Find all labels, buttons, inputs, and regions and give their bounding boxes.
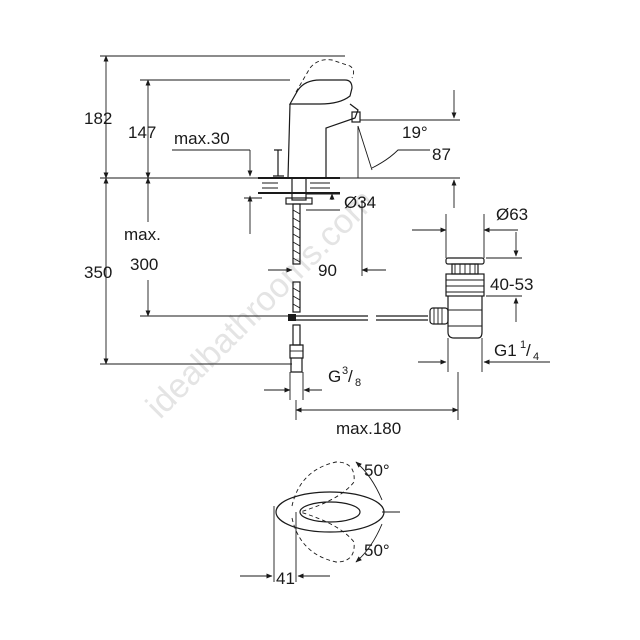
flex-hose-mid (292, 281, 301, 313)
stream-line (357, 125, 373, 171)
svg-text:G1: G1 (494, 341, 517, 360)
label-max: max. (124, 225, 161, 244)
hose-braid-upper (292, 209, 301, 263)
label-40-53: 40-53 (490, 275, 533, 294)
label-dia63: Ø63 (496, 205, 528, 224)
hose-end-fitting (289, 344, 304, 373)
rotation-arc-bottom (355, 523, 383, 563)
label-87: 87 (432, 145, 451, 164)
faucet-top-view (240, 461, 400, 582)
label-max180: max.180 (336, 419, 401, 438)
label-g1-1-4: G1 1 / 4 (494, 339, 539, 363)
label-max30: max.30 (174, 129, 230, 148)
hose-braid-mid (292, 287, 301, 309)
svg-text:G: G (328, 367, 341, 386)
faucet-side-view (258, 59, 428, 373)
waste-tail (447, 296, 483, 339)
popup-rod (273, 149, 284, 177)
label-90: 90 (318, 261, 337, 280)
label-41: 41 (276, 569, 295, 588)
label-dia34: Ø34 (344, 193, 376, 212)
rotation-arc-top (355, 461, 383, 501)
countertop-hatch (262, 182, 330, 189)
dimension-lines (100, 55, 550, 420)
waste-body-upper (445, 273, 485, 297)
watermark-text: idealbathrooms.com (139, 182, 382, 425)
spout-tip (351, 111, 361, 123)
label-g3-8: G 3 / 8 (328, 365, 361, 389)
svg-text:/: / (348, 367, 353, 386)
label-angle50-top: 50° (364, 461, 390, 480)
flex-hose-lower (292, 324, 301, 346)
label-angle50-bottom: 50° (364, 541, 390, 560)
svg-text:4: 4 (533, 351, 539, 363)
label-182: 182 (84, 109, 112, 128)
faucet-body (287, 103, 359, 179)
waste-flange (445, 257, 485, 265)
svg-text:1: 1 (520, 339, 526, 351)
lever-raised-outline (295, 59, 355, 93)
lever-rotated-left (291, 461, 355, 513)
linkage-clip (288, 314, 296, 321)
label-147: 147 (128, 123, 156, 142)
angle-19-leader (371, 149, 430, 169)
mounting-shank (291, 177, 307, 201)
label-angle19: 19° (402, 123, 428, 142)
svg-text:8: 8 (355, 377, 361, 389)
dimension-labels: 182 147 max.30 19° 87 Ø34 max. 350 300 9… (84, 109, 539, 588)
lever-rotated-right (291, 511, 355, 563)
lever-handle (288, 79, 353, 105)
pop-up-waste (429, 257, 485, 339)
svg-text:/: / (526, 341, 531, 360)
label-350: 350 (84, 263, 112, 282)
lever-top-outline (275, 491, 385, 533)
waste-side-nut (429, 307, 449, 325)
mounting-nut (285, 197, 313, 205)
label-300: 300 (130, 255, 158, 274)
svg-text:3: 3 (342, 365, 348, 377)
